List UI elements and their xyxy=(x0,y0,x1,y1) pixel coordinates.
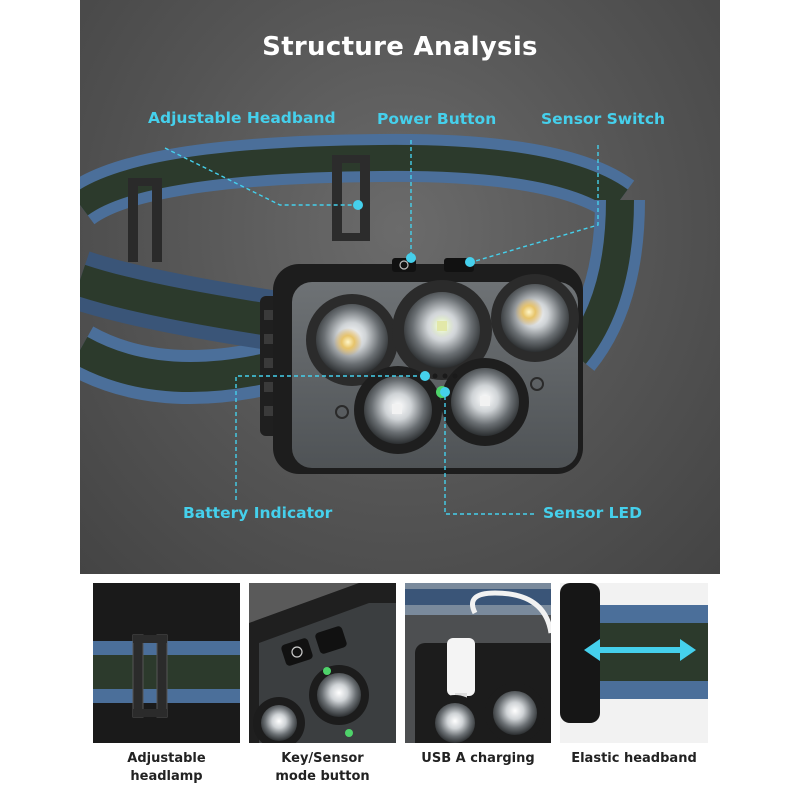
callout-lines xyxy=(164,140,599,515)
thumb-key-sensor xyxy=(249,583,396,743)
sensor-mode-button[interactable] xyxy=(314,625,347,655)
headband-buckle-image xyxy=(93,583,240,743)
feature-thumbnails: Adjustable headlamp Key/Sensor mode butt… xyxy=(0,580,800,800)
key-sensor-closeup-image xyxy=(249,583,396,743)
usb-cable xyxy=(447,638,475,696)
caption-key-sensor: Key/Sensor mode button xyxy=(249,750,396,786)
caption-adjustable-headlamp: Adjustable headlamp xyxy=(127,751,206,784)
callout-dot-sensor-switch xyxy=(465,257,475,267)
callout-adjustable-headband: Adjustable Headband xyxy=(148,109,336,127)
caption-key-sensor-text: Key/Sensor mode button xyxy=(275,751,370,784)
thumb-elastic-headband xyxy=(560,583,708,743)
usb-charging-image xyxy=(405,583,551,743)
headlamp-illustration xyxy=(80,133,645,515)
callout-sensor-switch: Sensor Switch xyxy=(541,110,666,128)
stretch-arrow-icon xyxy=(584,639,696,661)
thumb-usb-charging xyxy=(405,583,551,743)
callout-dot-battery xyxy=(420,371,430,381)
callout-dot-sensor-led xyxy=(440,387,450,397)
key-button[interactable] xyxy=(280,637,313,667)
caption-elastic-headband: Elastic headband xyxy=(571,751,697,766)
page-title: Structure Analysis xyxy=(262,32,538,62)
elastic-band-image xyxy=(560,583,708,743)
callout-sensor-led: Sensor LED xyxy=(543,504,642,522)
hero-panel: Structure Analysis Adjustable Headband P… xyxy=(80,0,720,574)
thumb-adjustable-headlamp xyxy=(93,583,240,743)
caption-usb-charging: USB A charging xyxy=(421,751,535,766)
callout-battery-indicator: Battery Indicator xyxy=(183,504,333,522)
callout-dot-power xyxy=(406,253,416,263)
strap-buckle-left xyxy=(128,178,162,262)
callout-power-button: Power Button xyxy=(377,110,497,128)
strap-buckle-right xyxy=(332,155,370,241)
callout-dot-headband xyxy=(353,200,363,210)
